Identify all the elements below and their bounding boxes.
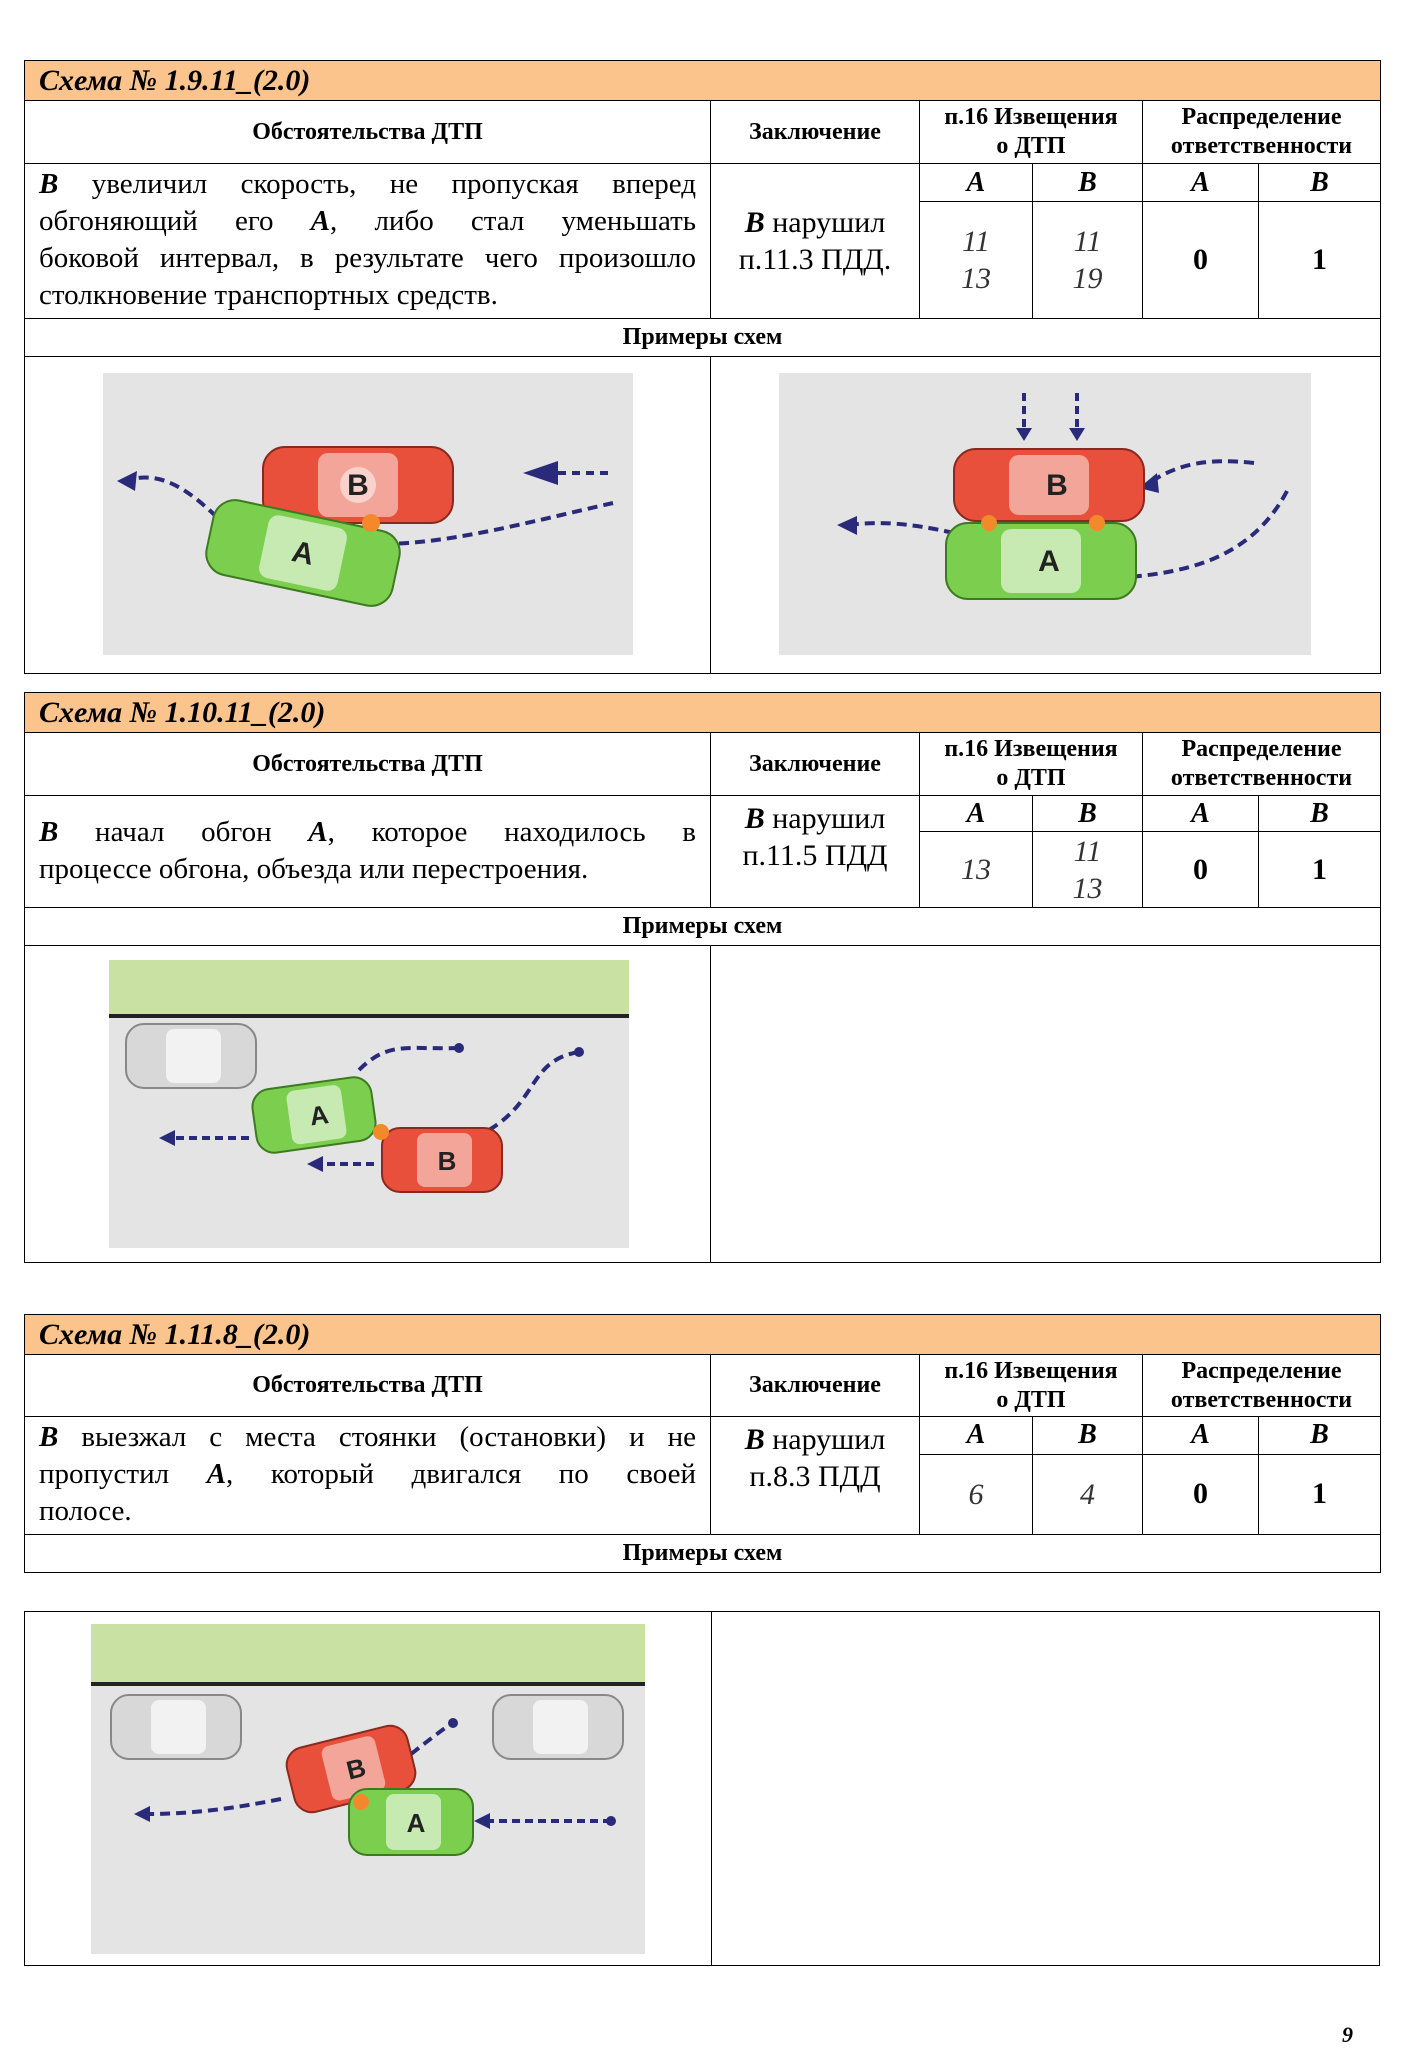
header-conclusion: Заключение (710, 1354, 920, 1417)
svg-text:B: B (1046, 469, 1068, 502)
notice-a-header: A (919, 795, 1033, 832)
scheme-title: Схема № 1.9.11_(2.0) (24, 60, 1381, 101)
example-diagram-right-empty (710, 945, 1381, 1263)
car-b: B (953, 448, 1145, 522)
examples-header: Примеры схем (24, 318, 1381, 357)
svg-text:B: B (347, 469, 369, 502)
header-conclusion: Заключение (710, 732, 920, 796)
notice-b-header: B (1032, 1416, 1143, 1455)
page-number: 9 (1342, 2022, 1353, 2047)
resp-b-value: 1 (1258, 201, 1381, 319)
svg-text:A: A (308, 1099, 331, 1131)
example-diagram-left: A B (24, 945, 711, 1263)
example-diagram-left: B A (24, 356, 711, 674)
header-conclusion: Заключение (710, 100, 920, 164)
examples-header: Примеры схем (24, 907, 1381, 946)
svg-text:A: A (1038, 545, 1060, 578)
resp-b-value: 1 (1258, 1453, 1381, 1536)
notice-b-header: B (1032, 795, 1143, 832)
scheme-3: Схема № 1.11.8_(2.0) Обстоятельства ДТП … (24, 1314, 1381, 1573)
notice-b-value: 4 (1032, 1453, 1143, 1536)
notice-b-header: B (1032, 162, 1143, 203)
column-divider (711, 1612, 712, 1965)
scheme-1: Схема № 1.9.11_(2.0) Обстоятельства ДТП … (24, 60, 1381, 674)
resp-b-header: B (1258, 795, 1381, 832)
circumstances-text: B выезжал с места стоянки (остановки) и … (24, 1416, 711, 1535)
svg-text:A: A (407, 1808, 426, 1838)
collision-diagram: B A (837, 393, 1289, 600)
circumstances-text: B увеличил скорость, не пропуская вперед… (24, 163, 711, 319)
resp-b-header: B (1258, 162, 1381, 203)
header-circumstances: Обстоятельства ДТП (24, 100, 711, 164)
parked-car (110, 1694, 242, 1760)
car-b: B (381, 1127, 503, 1193)
car-b: B (262, 446, 454, 524)
notice-a-value: 6 (919, 1453, 1033, 1536)
scheme-title: Схема № 1.10.11_(2.0) (24, 692, 1381, 733)
circumstances-text: B начал обгон A, которое находилось в пр… (24, 795, 711, 908)
collision-diagram: B A (91, 1624, 645, 1856)
resp-a-value: 0 (1142, 201, 1259, 319)
resp-b-value: 1 (1258, 831, 1381, 908)
car-a: A (205, 499, 401, 607)
car-a: A (945, 522, 1137, 600)
resp-a-header: A (1142, 1416, 1259, 1455)
notice-a-header: A (919, 162, 1033, 203)
notice-a-header: A (919, 1416, 1033, 1455)
notice-a-value: 13 (919, 831, 1033, 908)
resp-a-header: A (1142, 162, 1259, 203)
collision-diagram: B A (117, 446, 614, 607)
car-a: A (348, 1788, 474, 1856)
resp-a-header: A (1142, 795, 1259, 832)
examples-header: Примеры схем (24, 1534, 1381, 1573)
svg-text:B: B (438, 1146, 457, 1176)
parked-car (125, 1023, 257, 1089)
resp-a-value: 0 (1142, 831, 1259, 908)
example-diagram-right: B A (710, 356, 1381, 674)
header-circumstances: Обстоятельства ДТП (24, 732, 711, 796)
collision-diagram: A B (109, 960, 629, 1193)
scheme-title: Схема № 1.11.8_(2.0) (24, 1314, 1381, 1355)
resp-a-value: 0 (1142, 1453, 1259, 1536)
resp-b-header: B (1258, 1416, 1381, 1455)
scheme-2: Схема № 1.10.11_(2.0) Обстоятельства ДТП… (24, 692, 1381, 1263)
example-diagram-left: B A (91, 1624, 645, 1954)
parked-car (492, 1694, 624, 1760)
scheme-3-examples: B A (24, 1611, 1380, 1966)
header-circumstances: Обстоятельства ДТП (24, 1354, 711, 1417)
car-a: A (251, 1076, 377, 1154)
